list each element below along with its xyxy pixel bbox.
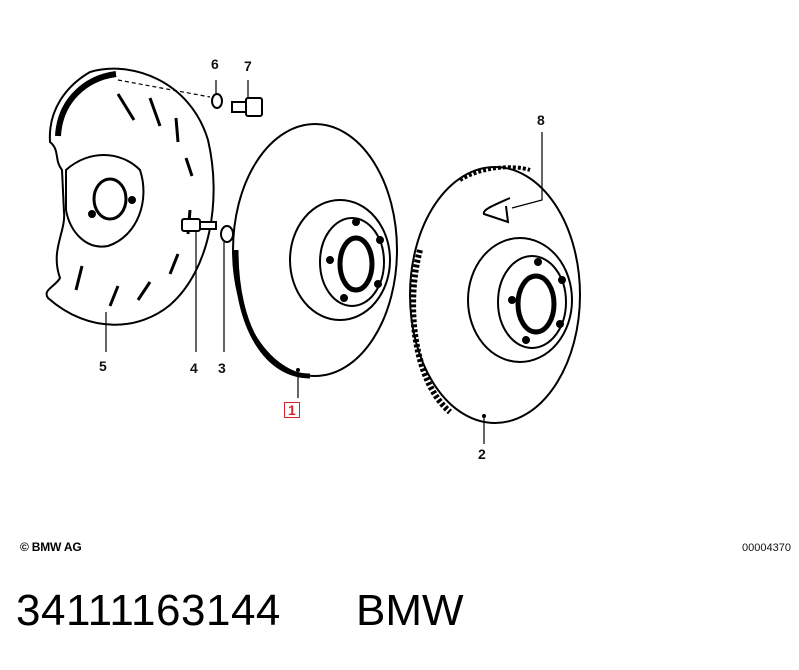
leader-lines <box>105 80 543 444</box>
part-number: 34111163144 <box>16 586 281 635</box>
wheel-stud <box>181 218 234 243</box>
callout-4[interactable]: 4 <box>190 360 198 376</box>
copyright-notice: © BMW AG <box>20 540 82 554</box>
callout-8[interactable]: 8 <box>537 112 545 128</box>
callout-3[interactable]: 3 <box>218 360 226 376</box>
callout-2[interactable]: 2 <box>478 446 486 462</box>
parts-diagram <box>45 67 581 444</box>
brake-disc-solid <box>232 123 398 379</box>
callout-7[interactable]: 7 <box>244 58 252 74</box>
brake-disc-vented <box>409 165 581 424</box>
part-brand: BMW <box>356 586 464 635</box>
diagram-id: 00004370 <box>742 542 791 554</box>
callout-1-highlighted[interactable]: 1 <box>284 402 300 418</box>
dust-shield <box>45 67 215 326</box>
bolt-and-washer <box>117 79 263 117</box>
callout-5[interactable]: 5 <box>99 358 107 374</box>
retaining-clip <box>482 197 511 224</box>
callout-6[interactable]: 6 <box>211 56 219 72</box>
